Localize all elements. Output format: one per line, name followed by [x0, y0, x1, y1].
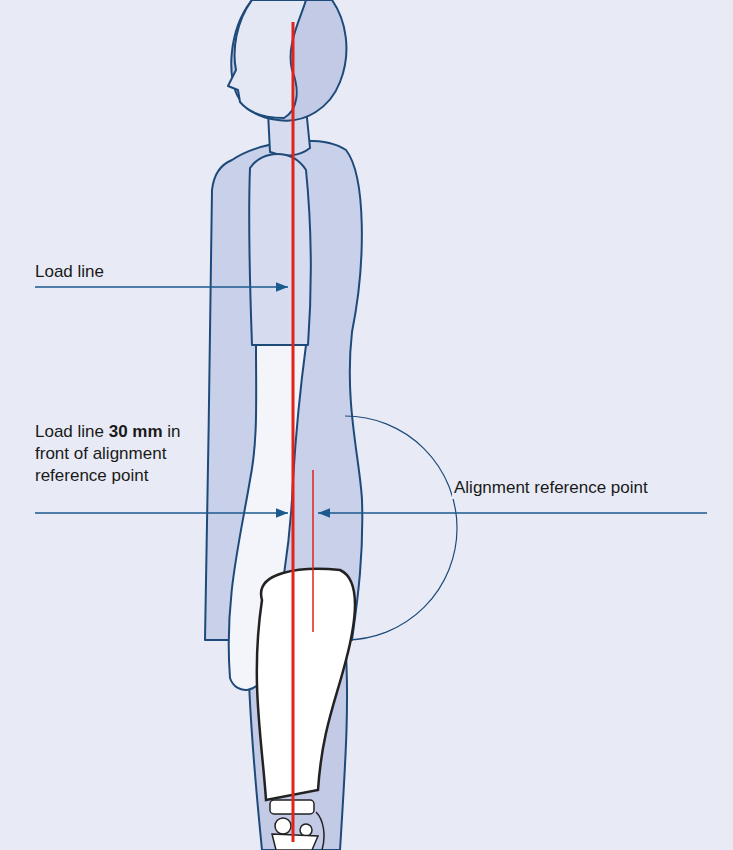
leader-arrow — [35, 512, 288, 514]
prosthetic-socket — [257, 569, 355, 800]
hip-joint-arc — [345, 416, 457, 640]
sleeve — [249, 154, 311, 345]
alignment-reference-line — [312, 470, 314, 632]
leader-arrow — [35, 286, 288, 288]
knee-body — [272, 834, 318, 850]
reference-label: Alignment reference point — [452, 477, 650, 499]
load-line-label: Load line 30 mm in front of alignment re… — [33, 421, 205, 487]
leader-arrow — [318, 512, 707, 514]
knee-axis — [300, 824, 312, 836]
load-line — [292, 22, 295, 842]
load-line-label: Load line — [33, 261, 106, 283]
knee-link — [316, 812, 324, 850]
knee-axis — [275, 818, 291, 834]
